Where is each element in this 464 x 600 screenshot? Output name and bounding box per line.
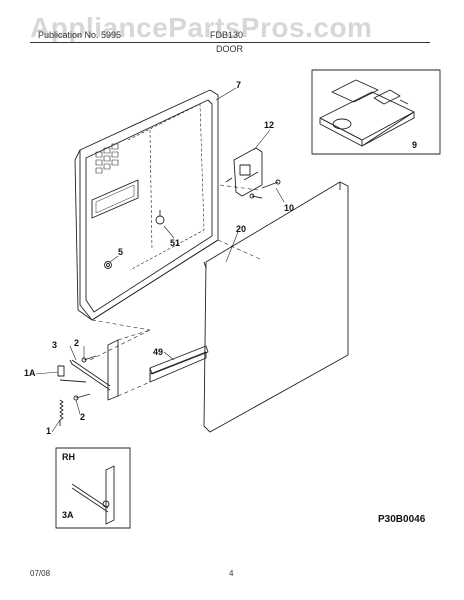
- dispenser-inset-box: [311, 69, 441, 155]
- inner-door-panel: [74, 89, 219, 321]
- callout-3: 3: [52, 340, 58, 350]
- latch-assembly: [225, 147, 281, 199]
- trim-strip: [149, 345, 209, 383]
- section-title: DOOR: [216, 44, 243, 54]
- rh-inset-label: RH: [62, 452, 75, 462]
- model-number: FDB130: [210, 30, 244, 40]
- rh-hinge-inset: [55, 447, 131, 529]
- watermark-text: AppliancePartsPros.com: [30, 12, 373, 43]
- callout-2-upper: 2: [74, 338, 80, 348]
- callout-12: 12: [264, 120, 275, 130]
- callout-10: 10: [284, 203, 295, 213]
- diagram-code: P30B0046: [378, 514, 426, 525]
- hinge-assembly: [57, 339, 119, 426]
- footer-page-number: 4: [229, 569, 234, 578]
- callout-1A: 1A: [24, 368, 36, 378]
- callout-3A: 3A: [62, 510, 74, 520]
- callout-20: 20: [236, 224, 247, 234]
- callout-49: 49: [153, 347, 164, 357]
- footer-date: 07/08: [30, 569, 51, 578]
- callout-51: 51: [170, 238, 181, 248]
- callout-1: 1: [46, 426, 52, 436]
- callout-2-lower: 2: [80, 412, 86, 422]
- outer-door-panel: [203, 181, 349, 433]
- publication-number: Publication No. 5995: [38, 30, 122, 40]
- callout-9: 9: [412, 140, 418, 150]
- header-rule: [30, 42, 430, 43]
- callout-7: 7: [236, 80, 242, 90]
- callout-5: 5: [118, 247, 124, 257]
